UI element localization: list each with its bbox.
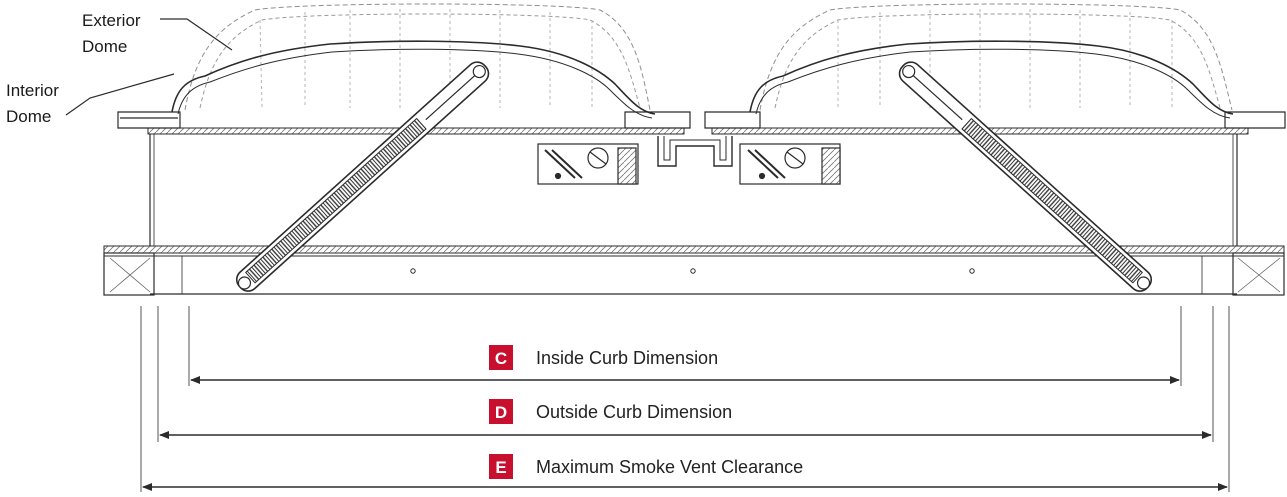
right-gas-spring — [898, 61, 1153, 292]
dimension-e-letter: E — [495, 458, 506, 477]
dimension-d: D Outside Curb Dimension — [159, 399, 1212, 439]
exterior-dome-leader — [160, 18, 233, 51]
dimension-d-badge — [489, 399, 513, 424]
exterior-dome-label-line-1: Exterior — [82, 11, 141, 30]
top-frame-rail — [117, 111, 1286, 167]
exterior-dome-callout: Exterior Dome — [82, 11, 233, 56]
dimension-c-letter: C — [495, 349, 507, 368]
left-gas-spring — [235, 61, 490, 292]
exterior-dome-label-line-2: Dome — [82, 37, 127, 56]
right-latch — [739, 143, 841, 185]
dimension-c: C Inside Curb Dimension — [190, 345, 1180, 384]
interior-dome-label-line-2: Dome — [6, 107, 51, 126]
dimension-c-label: Inside Curb Dimension — [536, 348, 718, 368]
right-interior-dome — [749, 40, 1234, 119]
dimension-e-label: Maximum Smoke Vent Clearance — [536, 457, 803, 477]
extension-lines — [140, 306, 1230, 492]
interior-dome-leader — [65, 73, 175, 116]
interior-dome-callout: Interior Dome — [6, 73, 175, 126]
curb-walls — [149, 134, 1238, 246]
bottom-curb-flange — [103, 245, 1285, 296]
left-interior-dome — [171, 40, 656, 119]
dimension-d-letter: D — [495, 403, 507, 422]
dimension-e: E Maximum Smoke Vent Clearance — [142, 454, 1228, 491]
left-latch — [537, 143, 639, 185]
dimension-e-badge — [489, 454, 513, 479]
dimension-c-badge — [489, 345, 513, 370]
right-exterior-dome — [759, 3, 1233, 111]
interior-dome-label-line-1: Interior — [6, 81, 59, 100]
dimension-d-label: Outside Curb Dimension — [536, 402, 732, 422]
